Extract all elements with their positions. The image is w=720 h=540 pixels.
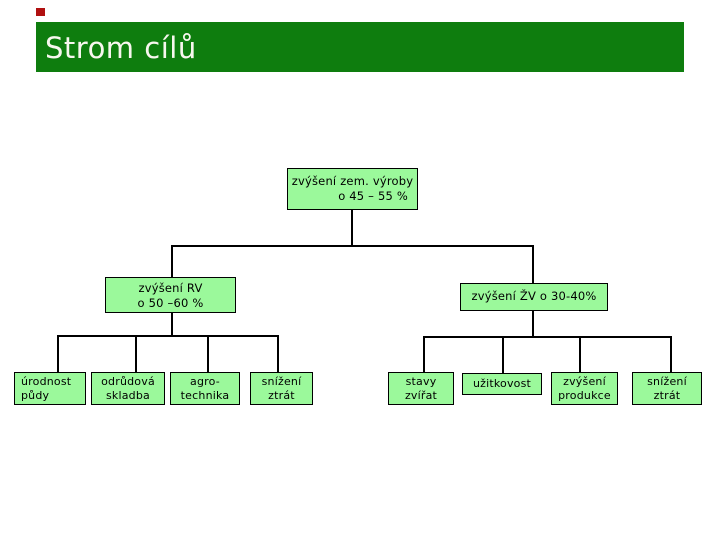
tree-node-agrotechnika: agro- technika bbox=[170, 372, 240, 405]
tree-node-root: zvýšení zem. výroby o 45 – 55 % bbox=[287, 168, 418, 210]
tree-node-zv-label: zvýšení ŽV o 30-40% bbox=[471, 289, 597, 303]
leaf-line: zvířat bbox=[404, 389, 438, 402]
leaf-line: půdy bbox=[21, 389, 50, 402]
connector-zv-up bbox=[532, 245, 534, 283]
leaf-line: stavy bbox=[405, 375, 437, 388]
connector-leaf-c-up bbox=[207, 335, 209, 372]
leaf-line: skladba bbox=[105, 389, 150, 402]
leaf-line: snížení bbox=[261, 375, 302, 388]
tree-node-snizeni-ztrat-right: snížení ztrát bbox=[632, 372, 702, 405]
leaf-line: úrodnost bbox=[21, 375, 72, 388]
connector-root-down bbox=[351, 210, 353, 246]
leaf-line: ztrát bbox=[268, 389, 295, 402]
connector-leaf-f-up bbox=[502, 336, 504, 374]
tree-node-odrudova-skladba: odrůdová skladba bbox=[91, 372, 165, 405]
tree-node-stavy-zvirat: stavy zvířat bbox=[388, 372, 454, 405]
connector-leaf-a-up bbox=[57, 335, 59, 372]
connector-leaf-h-up bbox=[670, 336, 672, 372]
connector-leaf-g-up bbox=[579, 336, 581, 372]
connector-leaf-b-up bbox=[135, 335, 137, 372]
leaf-line: zvýšení bbox=[563, 375, 606, 388]
connector-right-leaves-horizontal bbox=[423, 336, 672, 338]
connector-left-leaves-horizontal bbox=[57, 335, 279, 337]
leaf-line: ztrát bbox=[653, 389, 681, 402]
connector-level2-horizontal bbox=[171, 245, 534, 247]
tree-node-zv: zvýšení ŽV o 30-40% bbox=[460, 283, 608, 311]
tree-node-root-line1: zvýšení zem. výroby bbox=[291, 174, 414, 188]
title-bar: Strom cílů bbox=[36, 22, 684, 72]
tree-node-rv: zvýšení RV o 50 –60 % bbox=[105, 277, 236, 313]
connector-leaf-d-up bbox=[277, 335, 279, 372]
tree-node-zvyseni-produkce: zvýšení produkce bbox=[551, 372, 618, 405]
leaf-line: agro- bbox=[190, 375, 220, 388]
leaf-line: technika bbox=[180, 389, 230, 402]
connector-zv-down bbox=[532, 311, 534, 337]
connector-rv-down bbox=[171, 313, 173, 336]
leaf-line: užitkovost bbox=[472, 377, 532, 390]
connector-leaf-e-up bbox=[423, 336, 425, 372]
leaf-line: snížení bbox=[647, 375, 687, 388]
leaf-line: odrůdová bbox=[101, 375, 155, 388]
tree-node-snizeni-ztrat-left: snížení ztrát bbox=[250, 372, 313, 405]
tree-node-rv-line1: zvýšení RV bbox=[138, 281, 203, 295]
tree-node-uzitkovost: užitkovost bbox=[462, 373, 542, 395]
slide-title: Strom cílů bbox=[45, 31, 197, 65]
connector-rv-up bbox=[171, 245, 173, 277]
tree-node-rv-line2: o 50 –60 % bbox=[137, 296, 204, 310]
leaf-line: produkce bbox=[558, 389, 611, 402]
tree-node-root-line2: o 45 – 55 % bbox=[338, 189, 408, 203]
red-accent-square bbox=[36, 8, 45, 16]
tree-node-urodnost-pudy: úrodnost půdy bbox=[14, 372, 86, 405]
